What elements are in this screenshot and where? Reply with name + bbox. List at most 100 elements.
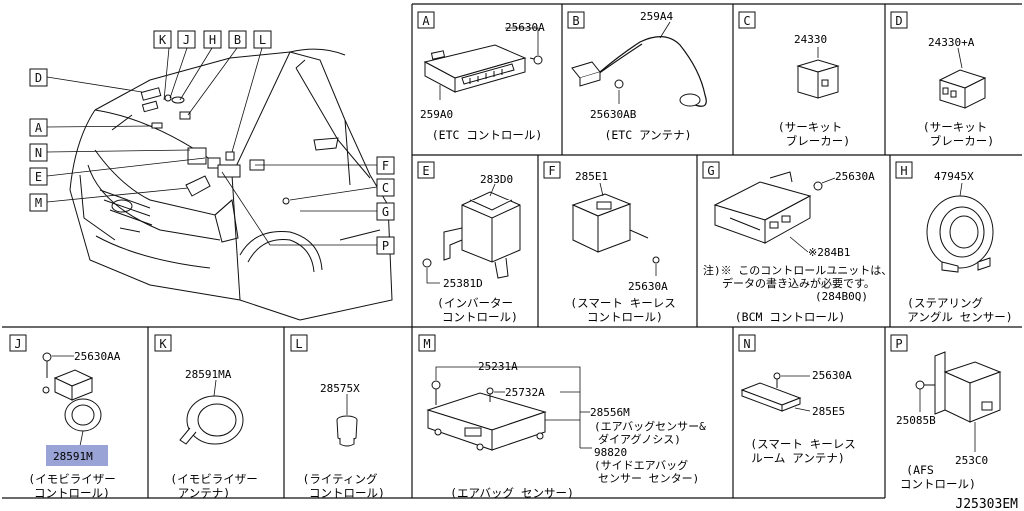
panel-P: 25085B 253C0 (AFS コントロール)	[896, 351, 1002, 491]
note-line: データの書き込みが必要です。	[722, 276, 875, 290]
callout-J: J	[183, 33, 190, 47]
callout-G: G	[382, 205, 389, 219]
panel-caption: アンテナ)	[178, 486, 230, 500]
callout-K: K	[159, 33, 167, 47]
callout-N: N	[35, 146, 42, 160]
diagram-code: J25303EM	[955, 497, 1018, 511]
panel-caption: (イモビライザー	[170, 472, 257, 486]
panel-caption: (サーキット	[923, 120, 987, 134]
immobilizer-control-unit	[42, 352, 102, 432]
part-desc: (エアバッグセンサー&	[594, 419, 706, 433]
highlighted-part-box	[46, 445, 108, 466]
part-number-highlighted: 28591M	[53, 450, 93, 463]
panel-G-letter: G	[707, 164, 714, 178]
smart-keyless-control-unit	[571, 193, 660, 264]
lighting-control-unit	[336, 415, 358, 447]
bcm-unit	[713, 171, 823, 244]
panel-caption: (BCM コントロール)	[735, 310, 846, 324]
panel-E: 283D0 25381D (インバーター コントロール)	[422, 173, 521, 324]
room-antenna-unit	[740, 372, 802, 412]
panel-H: 47945X (ステアリング アングル センサー)	[907, 170, 1013, 324]
part-number: 25630A	[835, 170, 875, 183]
callout-L: L	[259, 33, 266, 47]
part-number: 25732A	[505, 386, 545, 399]
panel-N: 25630A 285E5 (スマート キーレス ルーム アンテナ)	[740, 369, 856, 465]
note-line: 注)※ このコントロールユニットは、	[703, 263, 892, 277]
vehicle-parts	[140, 87, 290, 205]
panel-letter-boxes	[9, 11, 913, 352]
part-number: 24330	[794, 33, 827, 46]
panel-A: 25630A 259A0 (ETC コントロール)	[420, 21, 545, 142]
callout-M: M	[35, 196, 42, 210]
part-desc: センサー センター)	[598, 472, 699, 485]
panel-caption: コントロール)	[900, 477, 976, 491]
airbag-sensor-unit	[426, 380, 547, 451]
callout-H: H	[209, 33, 216, 47]
inverter-control-unit	[422, 191, 521, 279]
part-desc: ダイアグノシス)	[598, 432, 681, 446]
etc-control-unit	[423, 44, 527, 93]
circuit-breaker	[938, 69, 987, 109]
vehicle-leaders	[46, 47, 378, 246]
callout-boxes	[29, 30, 395, 255]
panel-A-letter: A	[422, 14, 430, 28]
part-number: 47945X	[934, 170, 974, 183]
panel-caption: (ETC コントロール)	[432, 128, 543, 142]
panel-K: 28591MA (イモビライザー アンテナ)	[170, 368, 257, 500]
panel-caption: コントロール)	[309, 486, 385, 500]
panel-P-letter: P	[895, 337, 902, 351]
panel-caption: アングル センサー)	[907, 310, 1012, 324]
panel-C-letter: C	[743, 14, 750, 28]
part-number: 25630A	[628, 280, 668, 293]
panel-caption: コントロール)	[587, 310, 663, 324]
callout-C: C	[382, 181, 389, 195]
panel-F-letter: F	[548, 164, 555, 178]
panel-caption: ルーム アンテナ)	[751, 451, 845, 465]
panel-caption: ブレーカー)	[930, 134, 994, 148]
panel-M: 25231A 25732A 28556M (エアバッグセンサー& ダイアグノシス…	[426, 360, 706, 500]
part-number: 28556M	[590, 406, 630, 419]
part-number: 285E5	[812, 405, 845, 418]
part-number: 28591MA	[185, 368, 232, 381]
panel-caption: (ETC アンテナ)	[604, 128, 691, 142]
panel-B-letter: B	[572, 14, 579, 28]
part-number: 25231A	[478, 360, 518, 373]
panel-N-letter: N	[743, 337, 750, 351]
antenna-cable	[597, 36, 707, 107]
panel-caption: コントロール)	[34, 486, 110, 500]
callout-P: P	[382, 239, 389, 253]
panel-L-letter: L	[295, 337, 302, 351]
panel-caption: (AFS	[906, 463, 934, 477]
panel-letters: A B C D E F G H J K L M N P	[14, 14, 907, 351]
panel-caption: (エアバッグ センサー)	[450, 486, 574, 500]
panel-B: 259A4 25630AB (ETC アンテナ)	[571, 10, 707, 142]
screw-icon	[529, 55, 543, 65]
panel-caption: (サーキット	[778, 120, 842, 134]
part-number: 98820	[594, 446, 627, 459]
panel-caption: (インバーター	[437, 296, 513, 310]
circuit-breaker	[796, 59, 840, 99]
panel-caption: (ステアリング	[907, 296, 983, 310]
panel-F: 285E1 25630A (スマート キーレス コントロール)	[570, 170, 676, 324]
part-number: ※284B1	[808, 246, 850, 259]
part-number: 25085B	[896, 414, 936, 427]
part-number: 25630AA	[74, 350, 121, 363]
panel-C: 24330 (サーキット ブレーカー)	[778, 33, 850, 148]
part-number: 253C0	[955, 454, 988, 467]
afs-control-unit	[915, 351, 1002, 423]
part-number: 25381D	[443, 277, 483, 290]
panel-caption: (イモビライザー	[28, 472, 115, 486]
part-number: 25630A	[505, 21, 545, 34]
note-line: (284B0Q)	[815, 290, 868, 303]
panel-L: 28575X (ライティング コントロール)	[302, 382, 384, 500]
panel-G: 25630A ※284B1 注)※ このコントロールユニットは、 データの書き込…	[703, 170, 892, 324]
steering-angle-sensor	[926, 195, 994, 273]
panel-J: 25630AA 28591M (イモビライザー コントロール)	[28, 350, 120, 500]
panel-D-letter: D	[895, 14, 902, 28]
part-number: 24330+A	[928, 36, 975, 49]
part-number: 25630A	[812, 369, 852, 382]
antenna-unit	[571, 61, 701, 107]
callout-letters: K J H B L D A N E M F C G P	[35, 33, 389, 253]
